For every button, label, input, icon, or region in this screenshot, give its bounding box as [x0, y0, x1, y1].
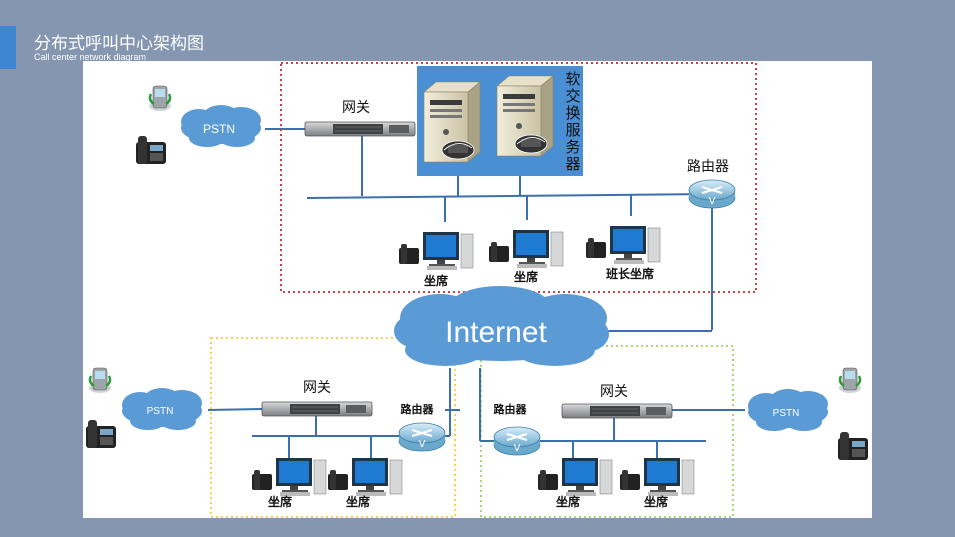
internet-cloud	[394, 286, 609, 366]
desk-phone-icon-left	[86, 420, 116, 448]
seat-label-right-1: 坐席	[556, 494, 580, 509]
lead-agent-pc-icon-hq	[585, 225, 661, 265]
hq-links	[265, 128, 713, 332]
page-subtitle: Call center network diagram	[34, 52, 147, 62]
softswitch-server-1-icon	[423, 81, 481, 163]
branch-left-zone-border	[210, 337, 456, 518]
agent-pc-icon-right-1	[537, 457, 613, 497]
mobile-phone-icon-left	[87, 366, 113, 395]
page-title: 分布式呼叫中心架构图	[34, 34, 204, 54]
router-label-left: 路由器	[401, 402, 435, 416]
seat-label-left-1: 坐席	[268, 494, 292, 509]
agent-pc-icon-hq-1	[398, 231, 474, 271]
router-icon-left	[398, 422, 446, 452]
seat-label-left-2: 坐席	[346, 494, 370, 509]
pstn-label-hq: PSTN	[203, 122, 235, 136]
seat-label-right-2: 坐席	[644, 494, 668, 509]
agent-pc-icon-hq-2	[488, 229, 564, 269]
pstn-label-left: PSTN	[147, 406, 174, 417]
router-icon-hq	[688, 179, 736, 209]
pstn-label-right: PSTN	[773, 408, 800, 419]
mobile-phone-icon-right	[837, 366, 863, 395]
gateway-icon-left	[261, 401, 373, 417]
desk-phone-icon-right	[838, 432, 868, 460]
svg-text:务: 务	[565, 138, 580, 156]
agent-pc-icon-right-2	[619, 457, 695, 497]
desk-phone-icon-hq	[136, 136, 166, 164]
seat-label-hq-1: 坐席	[424, 273, 448, 288]
svg-text:换: 换	[565, 104, 580, 122]
gateway-icon-hq	[304, 121, 416, 137]
svg-text:交: 交	[565, 87, 580, 105]
gateway-icon-right	[561, 403, 673, 419]
router-label-hq: 路由器	[687, 159, 729, 175]
router-label-right: 路由器	[494, 402, 528, 416]
title-accent-bar	[0, 26, 16, 69]
branch-right-links	[479, 368, 745, 460]
softswitch-server-2-icon	[496, 75, 554, 157]
svg-text:软: 软	[565, 70, 580, 88]
internet-label: Internet	[445, 316, 547, 349]
router-icon-right	[493, 426, 541, 456]
seat-label-hq-2: 坐席	[514, 269, 538, 284]
svg-text:服: 服	[565, 121, 580, 139]
lead-seat-label-hq: 班长坐席	[606, 266, 654, 281]
agent-pc-icon-left-1	[251, 457, 327, 497]
mobile-phone-icon-hq	[147, 84, 173, 113]
svg-text:器: 器	[565, 155, 580, 173]
gateway-label-left: 网关	[303, 380, 331, 396]
gateway-label-hq: 网关	[342, 100, 370, 116]
gateway-label-right: 网关	[600, 384, 628, 400]
softswitch-label: 软 交 换 服 务 器	[565, 70, 580, 173]
agent-pc-icon-left-2	[327, 457, 403, 497]
